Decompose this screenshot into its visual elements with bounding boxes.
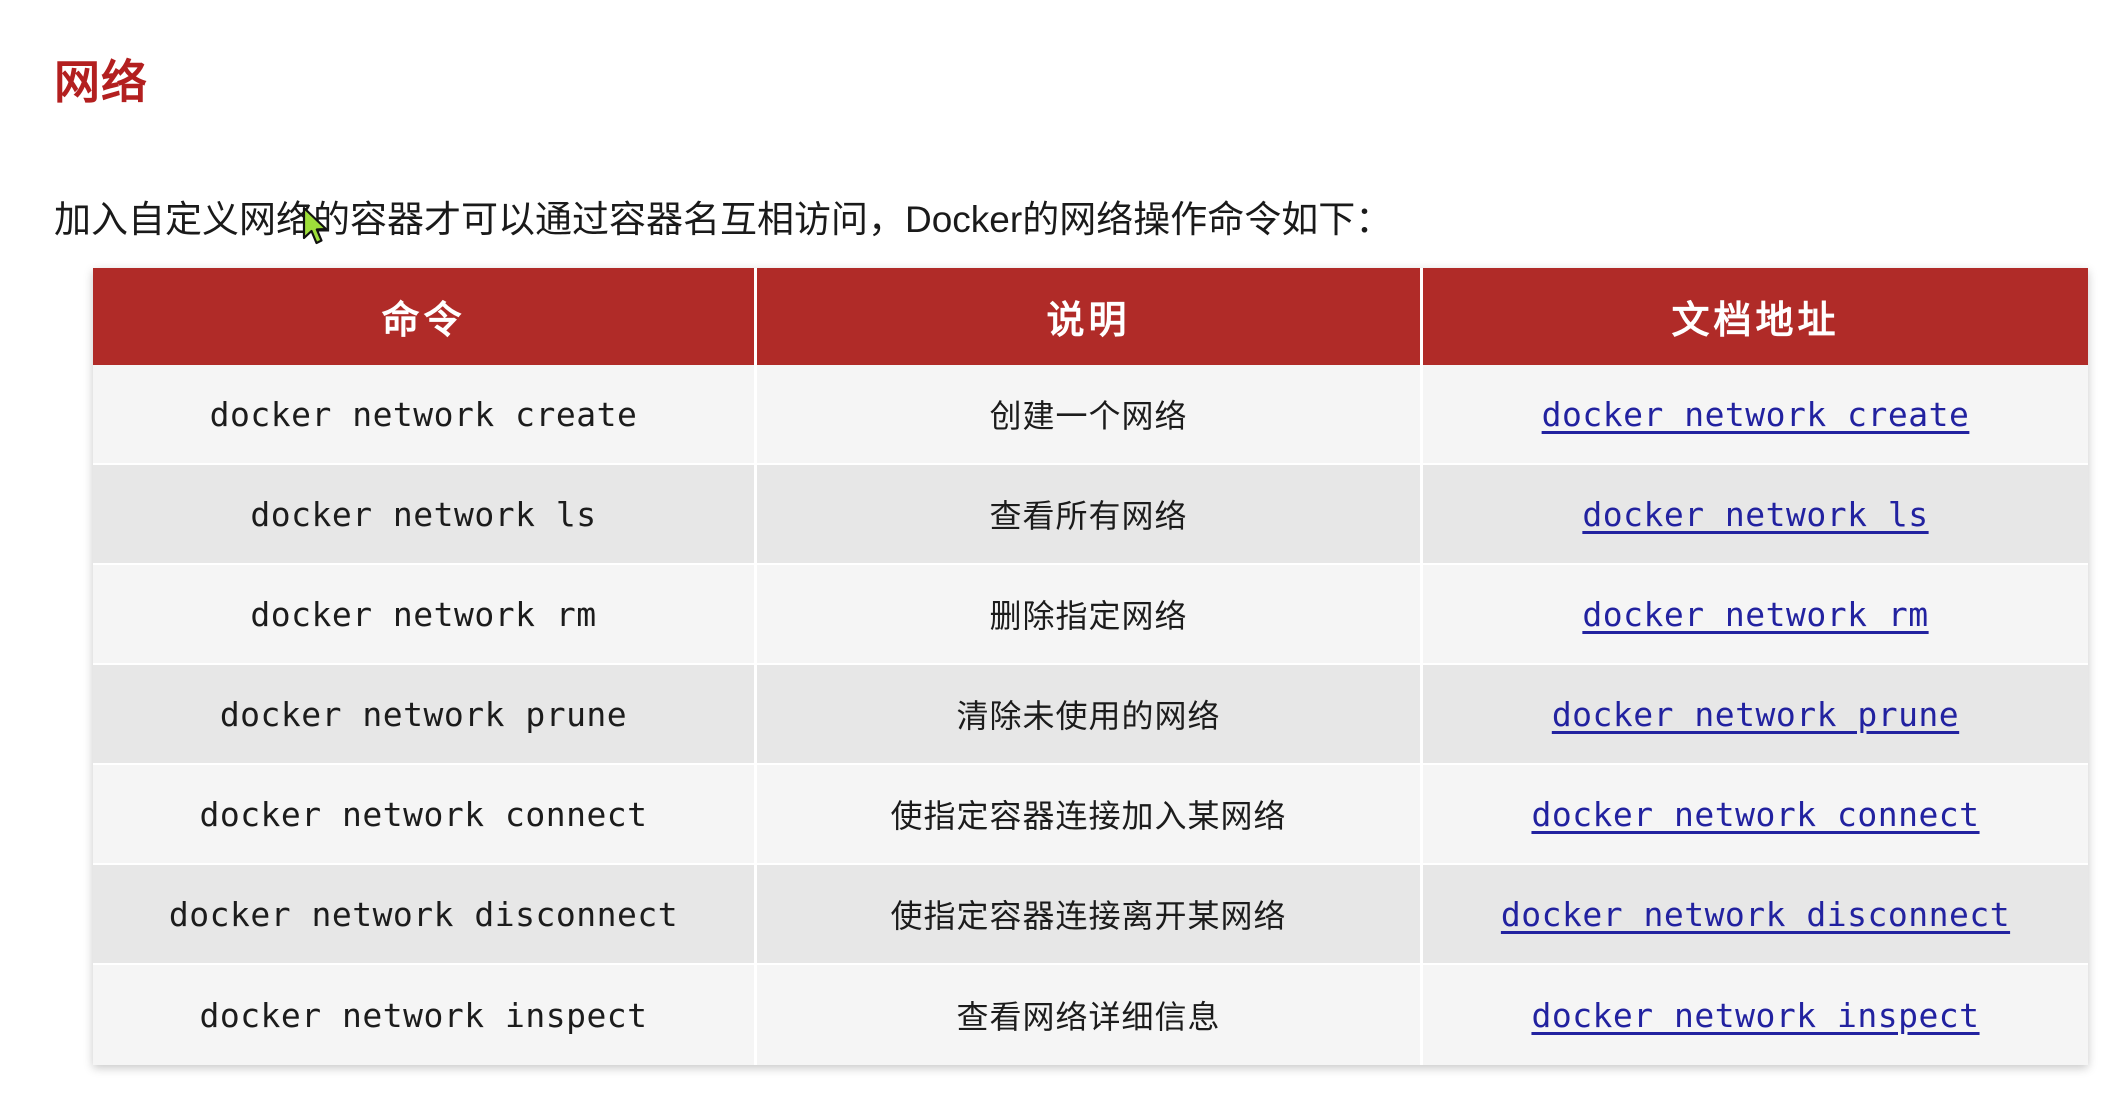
- table-row: docker network ls 查看所有网络 docker network …: [93, 465, 2088, 565]
- doc-link[interactable]: docker network prune: [1551, 694, 1960, 734]
- cell-command: docker network prune: [93, 665, 757, 765]
- table-body: docker network create 创建一个网络 docker netw…: [93, 365, 2088, 1065]
- network-commands-table-container: 命令 说明 文档地址 docker network create 创建一个网络 …: [93, 268, 2088, 1065]
- cell-doc: docker network disconnect: [1423, 865, 2088, 965]
- column-header-command: 命令: [93, 268, 757, 365]
- column-header-doc: 文档地址: [1423, 268, 2088, 365]
- cell-description: 查看所有网络: [757, 465, 1423, 565]
- table-row: docker network rm 删除指定网络 docker network …: [93, 565, 2088, 665]
- cell-description: 查看网络详细信息: [757, 965, 1423, 1065]
- doc-link[interactable]: docker network create: [1541, 394, 1970, 434]
- table-row: docker network prune 清除未使用的网络 docker net…: [93, 665, 2088, 765]
- cell-doc: docker network prune: [1423, 665, 2088, 765]
- cell-description: 使指定容器连接加入某网络: [757, 765, 1423, 865]
- cell-description: 创建一个网络: [757, 365, 1423, 465]
- cell-command: docker network connect: [93, 765, 757, 865]
- table-row: docker network connect 使指定容器连接加入某网络 dock…: [93, 765, 2088, 865]
- table-header: 命令 说明 文档地址: [93, 268, 2088, 365]
- table-row: docker network inspect 查看网络详细信息 docker n…: [93, 965, 2088, 1065]
- cell-command: docker network disconnect: [93, 865, 757, 965]
- table-row: docker network disconnect 使指定容器连接离开某网络 d…: [93, 865, 2088, 965]
- table-row: docker network create 创建一个网络 docker netw…: [93, 365, 2088, 465]
- doc-link[interactable]: docker network rm: [1582, 594, 1929, 634]
- doc-link[interactable]: docker network connect: [1531, 794, 1980, 834]
- cell-command: docker network ls: [93, 465, 757, 565]
- cell-description: 清除未使用的网络: [757, 665, 1423, 765]
- intro-paragraph: 加入自定义网络的容器才可以通过容器名互相访问，Docker的网络操作命令如下：: [54, 199, 1393, 240]
- cell-doc: docker network rm: [1423, 565, 2088, 665]
- cell-command: docker network inspect: [93, 965, 757, 1065]
- cell-command: docker network rm: [93, 565, 757, 665]
- page-title: 网络: [54, 55, 148, 108]
- network-commands-table: 命令 说明 文档地址 docker network create 创建一个网络 …: [93, 268, 2088, 1065]
- cell-doc: docker network create: [1423, 365, 2088, 465]
- cell-description: 删除指定网络: [757, 565, 1423, 665]
- cell-doc: docker network connect: [1423, 765, 2088, 865]
- column-header-description: 说明: [757, 268, 1423, 365]
- cell-doc: docker network inspect: [1423, 965, 2088, 1065]
- doc-link[interactable]: docker network inspect: [1531, 995, 1980, 1035]
- cell-description: 使指定容器连接离开某网络: [757, 865, 1423, 965]
- doc-link[interactable]: docker network disconnect: [1500, 894, 2011, 934]
- cell-doc: docker network ls: [1423, 465, 2088, 565]
- table-header-row: 命令 说明 文档地址: [93, 268, 2088, 365]
- doc-link[interactable]: docker network ls: [1582, 494, 1929, 534]
- cell-command: docker network create: [93, 365, 757, 465]
